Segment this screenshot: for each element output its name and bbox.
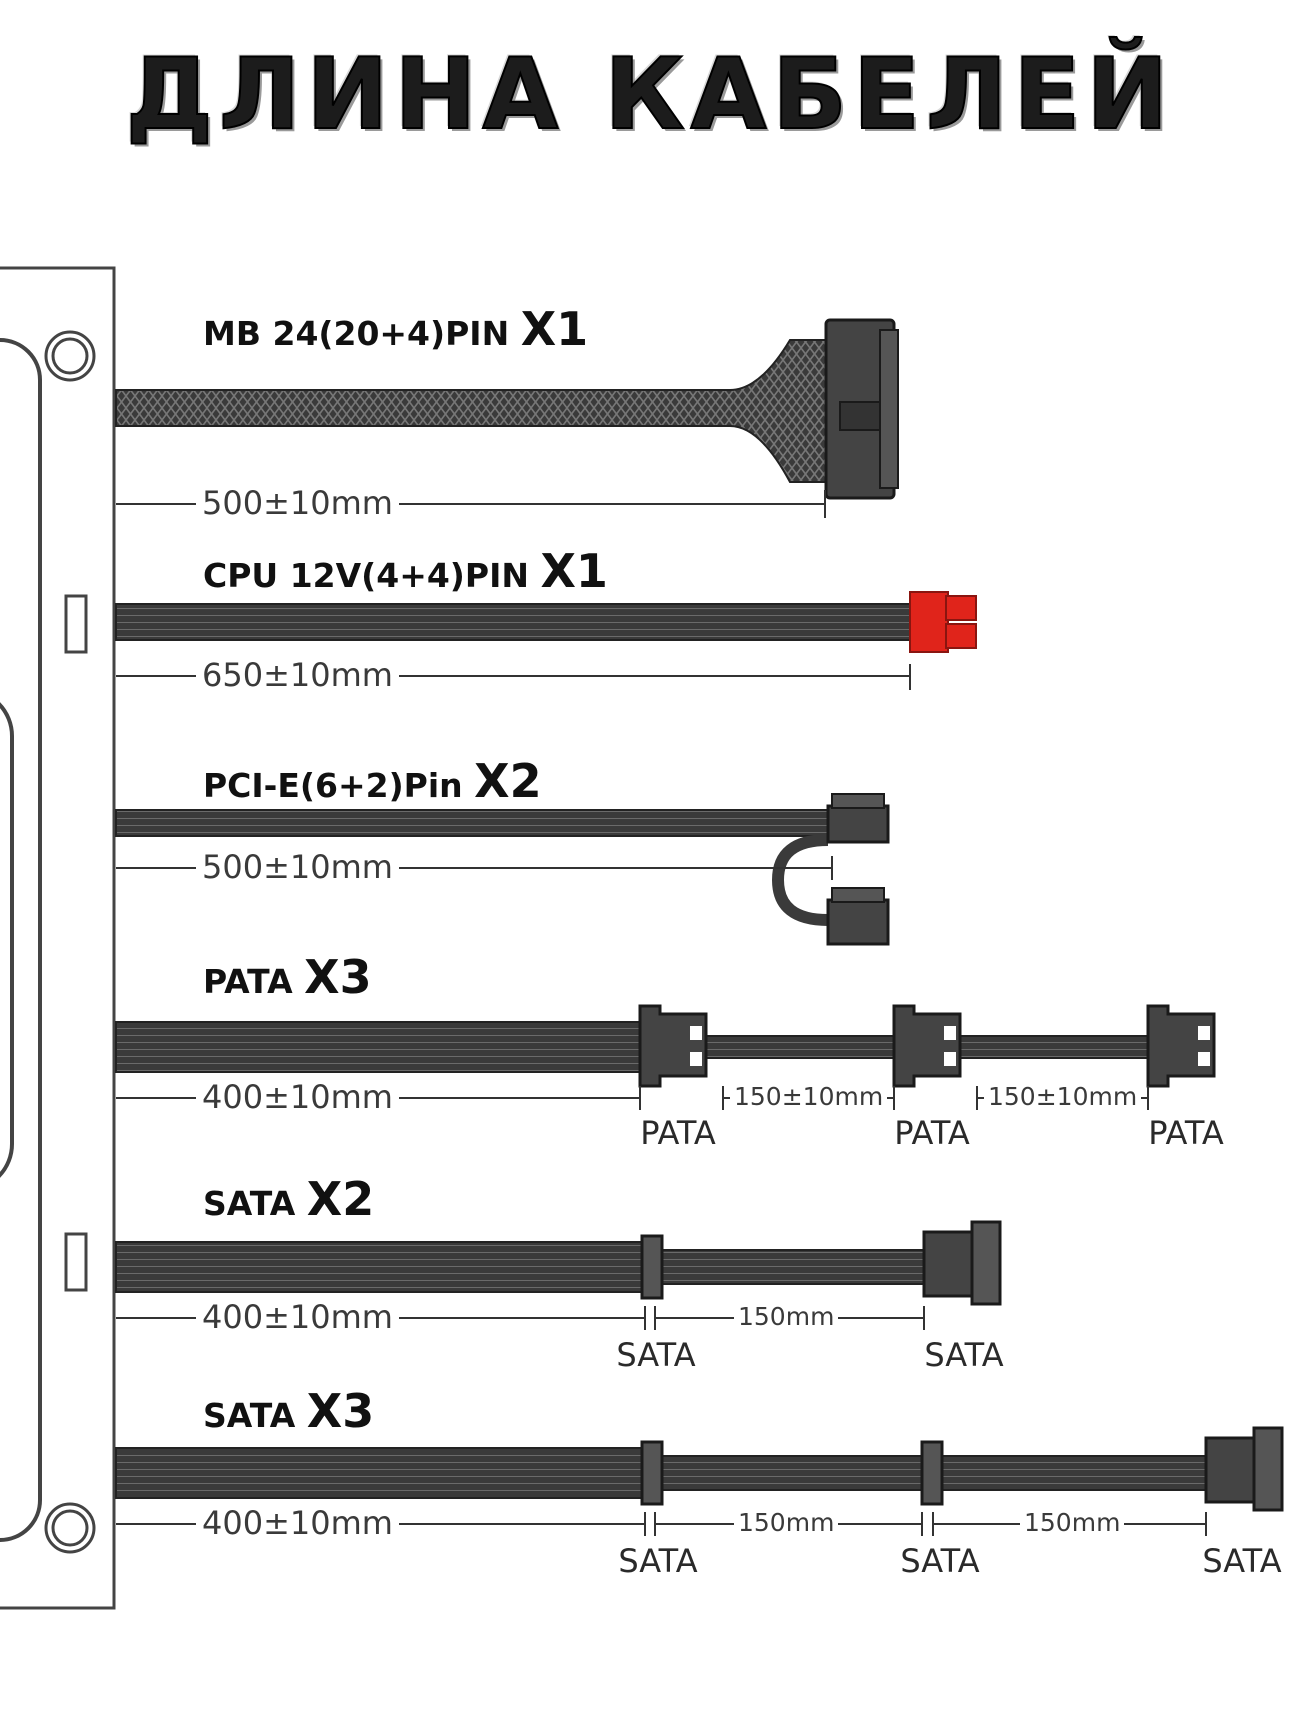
psu-housing: [0, 266, 116, 1610]
connector-label: SATA: [618, 1542, 698, 1580]
segment-length: 150mm: [1020, 1508, 1125, 1537]
cable-qty: X3: [304, 950, 372, 1004]
sata-connector: [922, 1220, 1002, 1306]
segment-length: 150mm: [734, 1302, 839, 1331]
cable-length-pcie: 500±10mm: [196, 848, 399, 886]
connector-label: SATA: [1202, 1542, 1282, 1580]
cable-length-mb: 500±10mm: [196, 484, 399, 522]
cable-qty: X3: [306, 1384, 375, 1438]
page-title: ДЛИНА КАБЕЛЕЙ: [125, 37, 1175, 153]
segment-length: 150±10mm: [730, 1082, 888, 1111]
cable-qty: X1: [520, 302, 589, 356]
cable-name: MB 24(20+4)PIN: [203, 314, 521, 353]
connector-label: SATA: [924, 1336, 1004, 1374]
pcie-cable: [115, 793, 890, 946]
connector-label: PATA: [1148, 1114, 1224, 1152]
cable-name: SATA: [203, 1184, 307, 1223]
pata-cable: [115, 1004, 1216, 1110]
cable-label-pata: PATA X3: [203, 950, 372, 1004]
sata2-cable: [115, 1220, 1002, 1330]
connector-label: PATA: [894, 1114, 970, 1152]
connector-label: SATA: [616, 1336, 696, 1374]
connector-label: PATA: [640, 1114, 716, 1152]
cable-qty: X2: [306, 1172, 375, 1226]
connector-label: SATA: [900, 1542, 980, 1580]
cable-label-pcie: PCI-E(6+2)Pin X2: [203, 754, 542, 808]
cpu-cable: [115, 591, 977, 690]
cable-length-sata2: 400±10mm: [196, 1298, 399, 1336]
cable-label-sata2: SATA X2: [203, 1172, 374, 1226]
segment-length: 150±10mm: [984, 1082, 1142, 1111]
cable-label-cpu: CPU 12V(4+4)PIN X1: [203, 544, 608, 598]
sata-connector: [1204, 1426, 1284, 1512]
sata3-cable: [115, 1426, 1284, 1536]
cable-length-pata: 400±10mm: [196, 1078, 399, 1116]
cable-length-sata3: 400±10mm: [196, 1504, 399, 1542]
cable-name: CPU 12V(4+4)PIN: [203, 556, 541, 595]
cable-qty: X2: [474, 754, 542, 808]
cable-name: PATA: [203, 962, 305, 1001]
mb-cable: [115, 318, 899, 518]
cable-name: SATA: [203, 1396, 307, 1435]
cable-name: PCI-E(6+2)Pin: [203, 766, 475, 805]
cable-length-cpu: 650±10mm: [196, 656, 399, 694]
pata-connector: [1146, 1004, 1216, 1088]
cable-label-sata3: SATA X3: [203, 1384, 374, 1438]
pata-connector: [892, 1004, 962, 1088]
cable-qty: X1: [540, 544, 608, 598]
pata-connector: [638, 1004, 708, 1088]
cable-label-mb: MB 24(20+4)PIN X1: [203, 302, 588, 356]
segment-length: 150mm: [734, 1508, 839, 1537]
